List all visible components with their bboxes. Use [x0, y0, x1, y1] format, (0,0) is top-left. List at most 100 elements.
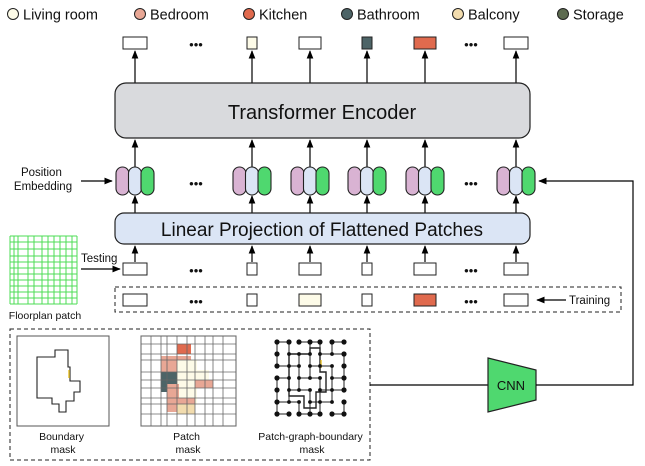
embedding-token	[290, 166, 330, 196]
testing-patch	[413, 262, 437, 276]
embedding-capsule	[405, 166, 420, 196]
embedding-capsule	[127, 166, 143, 196]
graph-node	[286, 411, 292, 417]
cnn-block	[487, 357, 537, 413]
graph-node	[307, 411, 313, 417]
legend-swatch-kitchen	[243, 8, 255, 20]
graph-node	[329, 339, 335, 345]
projection-embedding-arrows	[131, 195, 520, 213]
encoder-output-arrows	[131, 50, 520, 83]
training-box	[114, 286, 622, 313]
training-patch	[361, 293, 373, 307]
graph-node	[274, 351, 280, 357]
embedding-capsule	[347, 166, 362, 196]
graph-node	[341, 375, 347, 381]
ellipsis: •••	[189, 176, 203, 191]
legend-label-living-room: Living room	[23, 8, 98, 24]
graph-node	[317, 411, 323, 417]
graph-node	[274, 411, 280, 417]
graph-node	[307, 339, 313, 345]
graph-node	[341, 387, 347, 393]
floorplan-patch-grid	[9, 235, 78, 305]
training-patch	[246, 293, 258, 307]
legend-swatch-bathroom	[341, 8, 353, 20]
graph-node	[297, 352, 301, 356]
legend-swatch-balcony	[452, 8, 464, 20]
graph-node	[318, 352, 322, 356]
graph-node	[341, 411, 347, 417]
graph-node	[308, 400, 312, 404]
embedding-token	[347, 166, 387, 196]
transformer-encoder-label: Transformer Encoder	[228, 102, 417, 124]
patch-mask-cell	[177, 404, 195, 414]
boundary-mask-label: Boundary mask	[39, 431, 87, 456]
graph-node	[287, 376, 291, 380]
legend-swatch-living-room	[7, 8, 19, 20]
graph-node	[318, 388, 322, 392]
graph-node	[308, 352, 312, 356]
testing-patch	[246, 262, 258, 276]
legend-label-balcony: Balcony	[468, 8, 520, 24]
testing-label: Testing	[81, 253, 117, 265]
training-patch	[413, 293, 437, 307]
graph-node	[297, 376, 301, 380]
graph-node	[274, 339, 280, 345]
embedding-capsule	[359, 166, 375, 196]
floorplan-patch-label: Floorplan patch	[9, 310, 82, 322]
testing-patch	[122, 262, 148, 276]
patch-mask-cell	[197, 370, 209, 380]
training-patches: ••• •••	[122, 293, 529, 309]
embedding-capsule	[140, 166, 155, 196]
patch-mask-label: Patch mask	[173, 431, 203, 456]
ellipsis: •••	[464, 263, 478, 278]
ellipsis: •••	[189, 294, 203, 309]
embedding-capsule	[302, 166, 318, 196]
testing-patch	[298, 262, 322, 276]
graph-node	[318, 376, 322, 380]
graph-node	[330, 352, 334, 356]
linear-projection-label: Linear Projection of Flattened Patches	[161, 220, 483, 241]
patch-projection-arrows	[131, 245, 520, 262]
ellipsis: •••	[189, 263, 203, 278]
testing-patch	[361, 262, 373, 276]
output-patch	[361, 36, 373, 50]
graph-node	[308, 376, 312, 380]
patch-mask-cell	[195, 380, 213, 388]
training-patch	[298, 293, 322, 307]
graph-node	[297, 388, 301, 392]
graph-node	[341, 351, 347, 357]
output-patch	[413, 36, 437, 50]
boundary-mask-frame	[16, 335, 110, 427]
graph-node	[318, 364, 322, 368]
embedding-capsule	[508, 166, 524, 196]
embedding-token	[232, 166, 272, 196]
embedding-capsule	[290, 166, 305, 196]
embedding-capsule	[521, 166, 536, 196]
graph-node	[330, 376, 334, 380]
embedding-capsule	[430, 166, 445, 196]
output-patch	[298, 36, 322, 50]
ellipsis: •••	[189, 37, 203, 52]
graph-node	[341, 399, 347, 405]
embedding-capsule	[315, 166, 330, 196]
graph-node	[297, 400, 301, 404]
legend-swatch-storage	[557, 8, 569, 20]
legend-label-bathroom: Bathroom	[357, 8, 420, 24]
legend-swatch-bedroom	[134, 8, 146, 20]
graph-node	[318, 400, 322, 404]
cnn-to-embedding-arrow	[536, 177, 634, 386]
graph-boundary-trace	[288, 347, 327, 409]
graph-node	[330, 388, 334, 392]
embedding-encoder-arrows	[131, 139, 520, 167]
graph-node	[308, 364, 312, 368]
patch-graph-boundary-mask	[274, 339, 347, 417]
output-patch	[246, 36, 258, 50]
output-patch	[122, 36, 148, 50]
graph-node	[308, 388, 312, 392]
graph-node	[297, 364, 301, 368]
legend-label-kitchen: Kitchen	[259, 8, 307, 24]
legend-label-storage: Storage	[573, 8, 624, 24]
graph-node	[287, 388, 291, 392]
graph-node	[330, 364, 334, 368]
